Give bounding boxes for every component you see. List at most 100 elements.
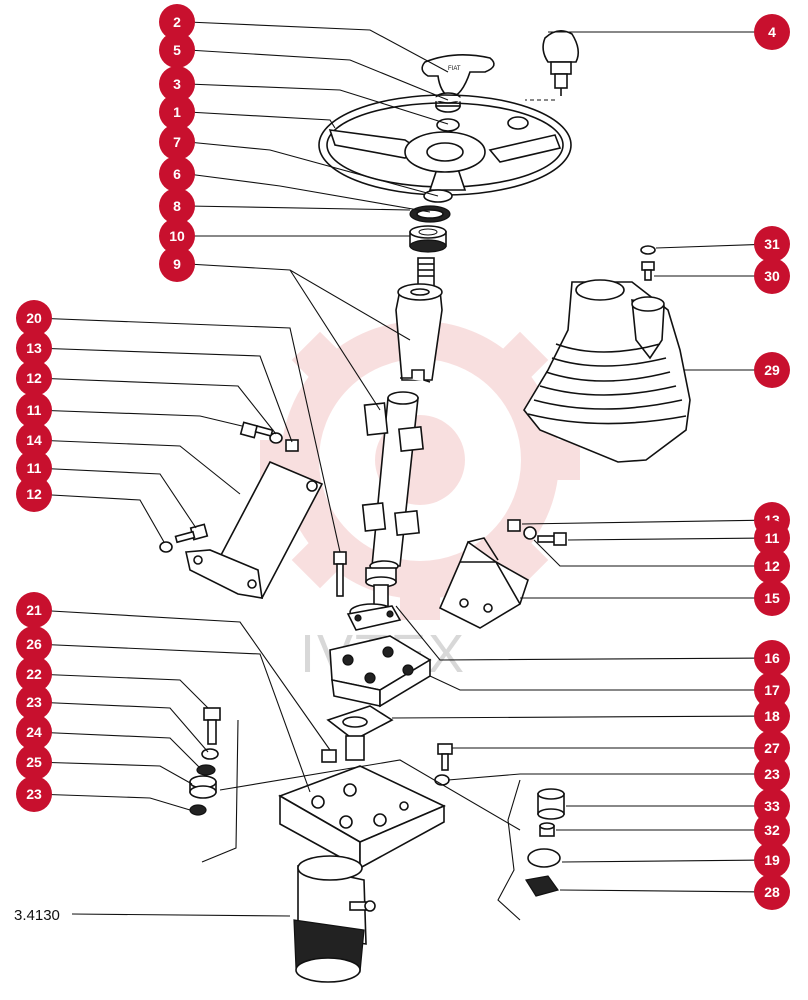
svg-text:11: 11 <box>765 530 780 546</box>
cover-washer <box>640 245 656 255</box>
column-cover <box>523 279 691 463</box>
washer <box>436 118 460 132</box>
callout-24: 24 <box>16 714 52 750</box>
callout-5: 5 <box>159 32 195 68</box>
callout-12-right: 12 <box>754 548 790 584</box>
svg-text:12: 12 <box>764 558 780 574</box>
svg-text:26: 26 <box>26 636 42 652</box>
bracket-bolt-upper <box>239 421 274 439</box>
callout-14: 14 <box>16 422 52 458</box>
wheel-insert <box>507 116 529 130</box>
cover-screw <box>641 261 655 281</box>
svg-text:3: 3 <box>173 76 181 92</box>
svg-text:FIAT: FIAT <box>448 66 461 72</box>
callout-28: 28 <box>754 874 790 910</box>
callout-22: 22 <box>16 656 52 692</box>
callout-21: 21 <box>16 592 52 628</box>
svg-text:24: 24 <box>26 724 42 740</box>
bearing <box>409 225 447 253</box>
section-line-left <box>201 719 239 863</box>
callout-30: 30 <box>754 258 790 294</box>
leader-lines <box>33 21 773 917</box>
washer-upper <box>269 432 283 444</box>
mount-bolt <box>203 707 221 745</box>
washer-22 <box>201 748 219 760</box>
rubber-bush <box>189 775 217 799</box>
callout-18: 18 <box>754 698 790 734</box>
svg-text:18: 18 <box>764 708 780 724</box>
svg-text:19: 19 <box>764 852 780 868</box>
callout-20: 20 <box>16 300 52 336</box>
callout-4: 4 <box>754 14 790 50</box>
svg-text:2: 2 <box>173 14 181 30</box>
svg-text:23: 23 <box>26 694 42 710</box>
callout-16: 16 <box>754 640 790 676</box>
svg-text:1: 1 <box>173 104 181 120</box>
steering-wheel <box>318 94 572 196</box>
callout-11-lower: 11 <box>16 450 52 486</box>
callout-27: 27 <box>754 730 790 766</box>
bolt-right <box>537 532 567 546</box>
lower-flange <box>326 705 394 761</box>
svg-text:14: 14 <box>26 432 42 448</box>
callout-13-upper: 13 <box>16 330 52 366</box>
coupling-nut <box>321 749 337 763</box>
svg-text:23: 23 <box>764 766 780 782</box>
callout-32: 32 <box>754 812 790 848</box>
svg-text:23: 23 <box>26 786 42 802</box>
svg-text:15: 15 <box>764 590 780 606</box>
washer-bottom <box>189 804 207 816</box>
svg-text:10: 10 <box>169 228 185 244</box>
callout-29: 29 <box>754 352 790 388</box>
callout-11-right: 11 <box>754 520 790 556</box>
svg-text:29: 29 <box>764 362 780 378</box>
svg-text:21: 21 <box>26 602 42 618</box>
callout-6: 6 <box>159 156 195 192</box>
callout-11-upper: 11 <box>16 392 52 428</box>
nut-upper <box>285 439 299 452</box>
bushing-large <box>537 788 565 820</box>
svg-text:30: 30 <box>764 268 780 284</box>
flexible-coupling <box>329 635 432 708</box>
horn-knob <box>525 30 580 101</box>
steering-shaft <box>395 257 443 383</box>
callout-2: 2 <box>159 4 195 40</box>
svg-text:8: 8 <box>173 198 181 214</box>
callout-23-b: 23 <box>16 776 52 812</box>
callout-12-upper: 12 <box>16 360 52 396</box>
svg-text:9: 9 <box>173 256 181 272</box>
callout-15: 15 <box>754 580 790 616</box>
hub-cap: FIAT <box>421 54 495 99</box>
mounting-plate <box>278 765 446 870</box>
bushing-small <box>539 822 555 837</box>
svg-text:33: 33 <box>764 798 780 814</box>
svg-text:16: 16 <box>764 650 780 666</box>
rubber-pad <box>525 875 559 897</box>
lock-washer <box>196 764 216 776</box>
callout-19: 19 <box>754 842 790 878</box>
callout-17: 17 <box>754 672 790 708</box>
svg-text:7: 7 <box>173 134 181 150</box>
callout-12-lower: 12 <box>16 476 52 512</box>
svg-text:12: 12 <box>26 486 42 502</box>
svg-text:5: 5 <box>173 42 181 58</box>
svg-text:4: 4 <box>768 24 776 40</box>
svg-text:31: 31 <box>764 236 780 252</box>
callout-8: 8 <box>159 188 195 224</box>
svg-text:11: 11 <box>27 402 42 418</box>
svg-text:20: 20 <box>26 310 42 326</box>
callout-31: 31 <box>754 226 790 262</box>
callout-1: 1 <box>159 94 195 130</box>
svg-text:32: 32 <box>764 822 780 838</box>
section-line-right <box>497 779 521 921</box>
steering-box <box>293 855 376 983</box>
plate-washer <box>434 774 450 786</box>
bracket-bolt-lower <box>174 523 209 544</box>
side-bracket <box>438 537 529 629</box>
nut-right <box>507 519 521 532</box>
svg-text:13: 13 <box>26 340 42 356</box>
svg-text:28: 28 <box>764 884 780 900</box>
svg-text:22: 22 <box>26 666 42 682</box>
washer-lower-left <box>159 541 173 553</box>
